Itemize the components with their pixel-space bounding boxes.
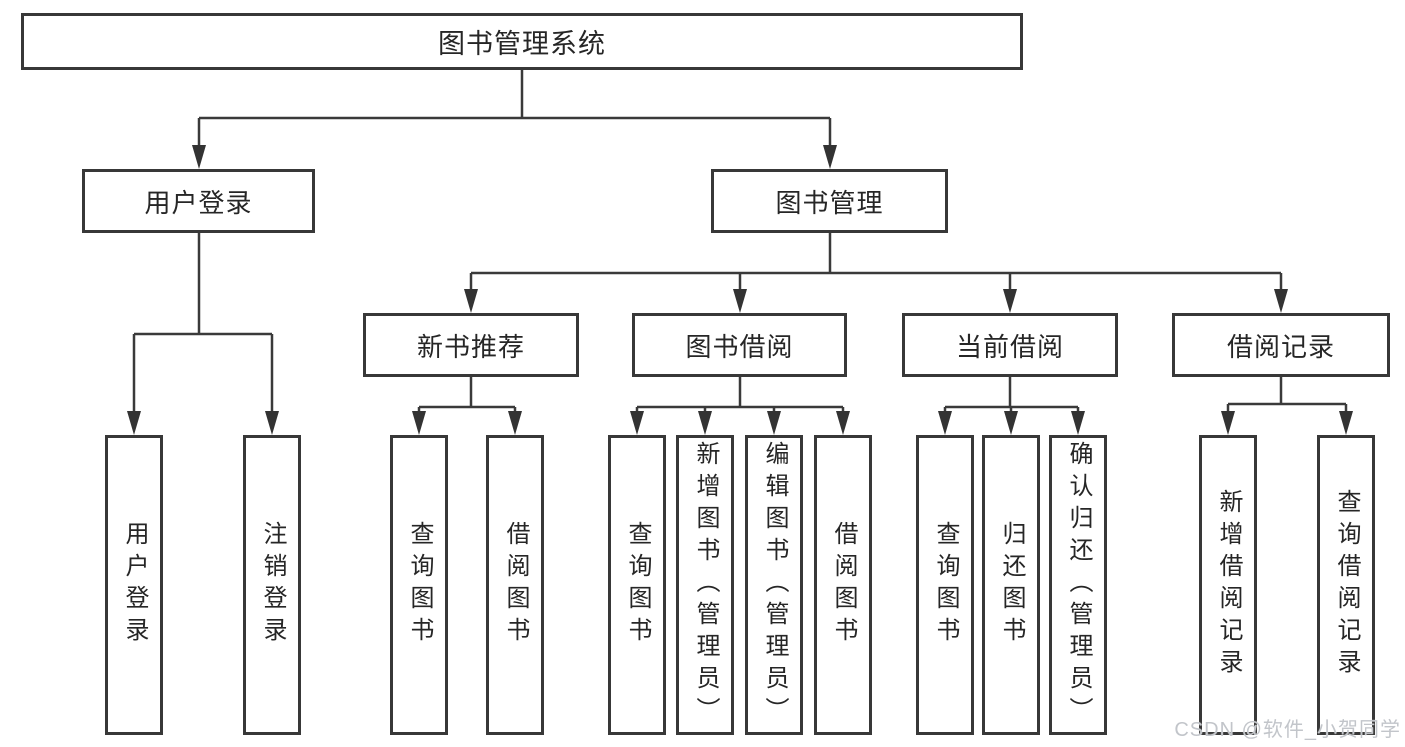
node-add-books-admin: 新增图书（管理员） bbox=[676, 435, 734, 735]
node-label: 借阅图书 bbox=[502, 521, 529, 649]
arrowhead-icon bbox=[938, 411, 952, 435]
arrowhead-icon bbox=[464, 289, 478, 313]
arrowhead-icon bbox=[733, 289, 747, 313]
arrowhead-icon bbox=[823, 145, 837, 169]
node-label: 归还图书 bbox=[998, 521, 1025, 649]
node-current-borrowing: 当前借阅 bbox=[902, 313, 1118, 377]
node-logout: 注销登录 bbox=[243, 435, 301, 735]
arrowhead-icon bbox=[1003, 289, 1017, 313]
node-library-management-system: 图书管理系统 bbox=[21, 13, 1023, 70]
node-borrowing-records: 借阅记录 bbox=[1172, 313, 1390, 377]
arrowhead-icon bbox=[1004, 411, 1018, 435]
node-label: 借阅记录 bbox=[1226, 331, 1335, 362]
connector-book-management bbox=[469, 233, 1283, 292]
connector-borrow-records bbox=[1226, 377, 1348, 414]
arrowhead-icon bbox=[698, 411, 712, 435]
watermark: CSDN @软件_小贺同学 bbox=[1174, 719, 1401, 741]
node-label: 新增图书（管理员） bbox=[692, 441, 719, 729]
node-label: 查询图书 bbox=[624, 521, 651, 649]
arrowheads bbox=[127, 145, 1353, 435]
arrowhead-icon bbox=[1221, 411, 1235, 435]
node-label: 用户登录 bbox=[121, 521, 148, 649]
arrowhead-icon bbox=[1274, 289, 1288, 313]
node-label: 注销登录 bbox=[259, 521, 286, 649]
node-label: 确认归还（管理员） bbox=[1065, 441, 1092, 729]
node-label: 新增借阅记录 bbox=[1215, 489, 1242, 681]
node-edit-books-admin: 编辑图书（管理员） bbox=[745, 435, 803, 735]
node-user-login-action: 用户登录 bbox=[105, 435, 163, 735]
arrowhead-icon bbox=[508, 411, 522, 435]
node-borrow-books: 借阅图书 bbox=[814, 435, 872, 735]
arrowhead-icon bbox=[412, 411, 426, 435]
connector-current-borrow bbox=[943, 377, 1080, 414]
node-book-management: 图书管理 bbox=[711, 169, 948, 233]
connector-root bbox=[197, 70, 832, 150]
node-label: 用户登录 bbox=[144, 187, 253, 218]
node-query-books-recommend: 查询图书 bbox=[390, 435, 448, 735]
node-label: 当前借阅 bbox=[955, 331, 1064, 362]
node-user-login-branch: 用户登录 bbox=[82, 169, 315, 233]
node-add-borrow-record: 新增借阅记录 bbox=[1199, 435, 1257, 735]
node-query-books-current: 查询图书 bbox=[916, 435, 974, 735]
connector-user-login bbox=[132, 233, 274, 414]
node-query-borrow-record: 查询借阅记录 bbox=[1317, 435, 1375, 735]
node-borrow-books-recommend: 借阅图书 bbox=[486, 435, 544, 735]
arrowhead-icon bbox=[265, 411, 279, 435]
connector-lines bbox=[132, 70, 1348, 414]
arrowhead-icon bbox=[836, 411, 850, 435]
node-label: 新书推荐 bbox=[416, 331, 525, 362]
node-query-books-borrow: 查询图书 bbox=[608, 435, 666, 735]
node-label: 图书管理 bbox=[775, 187, 884, 218]
node-new-book-recommendation: 新书推荐 bbox=[363, 313, 579, 377]
node-label: 图书借阅 bbox=[685, 331, 794, 362]
node-label: 查询图书 bbox=[406, 521, 433, 649]
node-label: 查询借阅记录 bbox=[1333, 489, 1360, 681]
arrowhead-icon bbox=[1071, 411, 1085, 435]
connector-new-book bbox=[417, 377, 517, 414]
arrowhead-icon bbox=[630, 411, 644, 435]
node-label: 借阅图书 bbox=[830, 521, 857, 649]
node-book-borrowing: 图书借阅 bbox=[632, 313, 847, 377]
node-return-books: 归还图书 bbox=[982, 435, 1040, 735]
node-confirm-return-admin: 确认归还（管理员） bbox=[1049, 435, 1107, 735]
connector-book-borrow bbox=[635, 377, 845, 414]
arrowhead-icon bbox=[1339, 411, 1353, 435]
arrowhead-icon bbox=[192, 145, 206, 169]
arrowhead-icon bbox=[767, 411, 781, 435]
node-label: 图书管理系统 bbox=[438, 29, 606, 59]
node-label: 编辑图书（管理员） bbox=[761, 441, 788, 729]
node-label: 查询图书 bbox=[932, 521, 959, 649]
arrowhead-icon bbox=[127, 411, 141, 435]
